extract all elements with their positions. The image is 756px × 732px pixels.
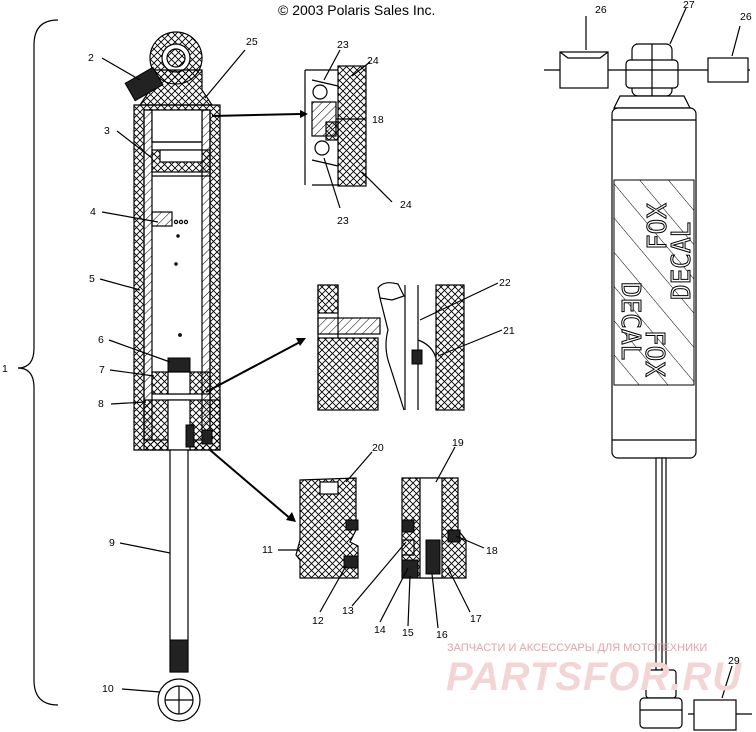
callout-19: 19 [452, 437, 464, 449]
callout-4: 4 [90, 206, 96, 218]
callout-18-seal: 18 [486, 545, 498, 557]
decal-text-4: FOX [643, 203, 673, 250]
watermark-brand: PARTSFOR.RU [446, 655, 742, 699]
callout-2: 2 [88, 52, 94, 64]
callout-8: 8 [98, 398, 104, 410]
decal-text-2: FOX [639, 330, 669, 377]
leader-lines-detail-a [323, 49, 393, 209]
callout-9: 9 [109, 537, 115, 549]
callout-22: 22 [499, 277, 511, 289]
callout-17: 17 [470, 613, 482, 625]
callout-21: 21 [503, 325, 515, 337]
leader-lines-detail-c [278, 446, 485, 629]
callout-23-bottom: 23 [337, 215, 349, 227]
callout-29: 29 [728, 655, 740, 667]
shock-cross-section [124, 31, 221, 722]
callout-23-top: 23 [337, 39, 349, 51]
callout-24-top: 24 [367, 55, 379, 67]
callout-5: 5 [89, 273, 95, 285]
decal-area [613, 179, 695, 386]
bushings [544, 7, 752, 731]
bottom-eye [639, 697, 683, 729]
callout-24-bottom: 24 [400, 199, 412, 211]
leader-lines-main [99, 49, 308, 693]
callout-20: 20 [372, 442, 384, 454]
callout-14: 14 [374, 624, 386, 636]
shaft [169, 449, 189, 673]
bushing-bottom [693, 699, 737, 731]
bushing-right [707, 57, 749, 83]
callout-6: 6 [98, 334, 104, 346]
detail-piston-seal [317, 282, 465, 411]
decal-text-3: DECAL [667, 222, 697, 300]
callout-26-left: 26 [595, 4, 607, 16]
callout-1: 1 [2, 363, 8, 375]
shock-external-view [611, 43, 697, 729]
callout-25: 25 [246, 36, 258, 48]
watermark-tagline: ЗАПЧАСТИ И АКСЕССУАРЫ ДЛЯ МОТОТЕХНИКИ [447, 642, 707, 654]
decal-text-1: DECAL [615, 282, 645, 360]
piston-nut [167, 357, 191, 373]
callout-13: 13 [342, 605, 354, 617]
assembly-bracket [17, 19, 59, 706]
bleed-valve [151, 211, 173, 227]
callout-labels: 1 2 3 4 5 6 7 8 9 10 11 12 13 14 15 16 1… [2, 0, 752, 695]
decal-text-group: DECAL FOX DECAL FOX [615, 202, 698, 378]
callout-12: 12 [312, 615, 324, 627]
shaft-external [655, 457, 667, 671]
callout-11: 11 [262, 544, 273, 556]
detail-seal-top [304, 65, 367, 187]
body-wall [337, 65, 367, 187]
callout-16: 16 [436, 629, 448, 641]
callout-26-right: 26 [740, 11, 752, 23]
callout-3: 3 [104, 125, 110, 137]
schrader-valve [124, 66, 164, 102]
callout-15: 15 [402, 627, 414, 639]
detail-seal-head [295, 477, 467, 579]
callout-7: 7 [99, 364, 105, 376]
callout-10: 10 [102, 683, 114, 695]
leader-lines-detail-b [419, 282, 503, 357]
callout-27: 27 [683, 0, 695, 11]
callout-18-detail: 18 [372, 114, 384, 126]
copyright-text: © 2003 Polaris Sales Inc. [278, 2, 435, 18]
